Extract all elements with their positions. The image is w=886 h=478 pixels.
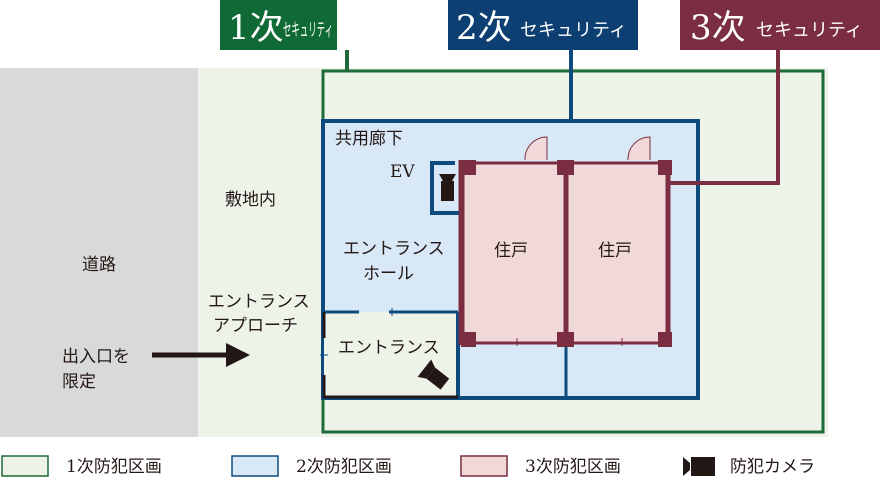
label-approach: アプローチ: [213, 316, 298, 336]
camera-icon: [439, 174, 456, 201]
header-zone3: [680, 0, 880, 50]
arrow-head: [226, 343, 250, 367]
legend-label: 2次防犯区画: [296, 457, 392, 477]
header-zone3-text: セキュリティ: [756, 20, 863, 41]
label-road: 道路: [82, 255, 116, 275]
label-corridor: 共用廊下: [335, 129, 403, 149]
header-zone1-num: 1次: [228, 8, 284, 48]
header-zone2-num: 2次: [456, 8, 512, 48]
header-zone1: [220, 0, 337, 50]
zone3-swatch: [460, 455, 508, 477]
header-zone3-num: 3次: [690, 8, 746, 48]
unit-b: [565, 161, 670, 345]
label-gate: 限定: [62, 372, 96, 392]
label-site: 敷地内: [225, 190, 276, 210]
label-hall: エントランス: [343, 239, 445, 259]
unit-a-door: [524, 136, 548, 161]
label-unit: 住戸: [598, 241, 632, 261]
road-area: [0, 68, 198, 437]
label-unit: 住戸: [494, 241, 528, 261]
unit-b-door: [627, 136, 651, 161]
unit-a: [461, 161, 567, 345]
connector-zone3: [668, 50, 780, 185]
header-zone2-text: セキュリティ: [520, 20, 627, 41]
legend-label: 3次防犯区画: [525, 457, 621, 477]
label-approach: エントランス: [208, 292, 310, 312]
label-entrance: エントランス: [338, 338, 440, 358]
label-hall: ホール: [363, 264, 414, 284]
label-gate: 出入口を: [62, 347, 130, 367]
legend: 1次防犯区画 2次防犯区画 3次防犯区画 防犯カメラ: [1, 455, 815, 477]
camera-icon: [417, 359, 450, 390]
legend-label: 防犯カメラ: [730, 457, 815, 477]
zone1-swatch: [1, 455, 49, 477]
zone2-swatch: [231, 455, 279, 477]
legend-label: 1次防犯区画: [66, 457, 162, 477]
header-zone1-text: セキュリティ: [283, 20, 333, 41]
unit-columns: [461, 160, 672, 347]
label-ev: EV: [390, 162, 415, 182]
camera-icon: [683, 457, 715, 476]
header-zone2: [448, 0, 638, 50]
elevator-shaft: [430, 161, 460, 215]
